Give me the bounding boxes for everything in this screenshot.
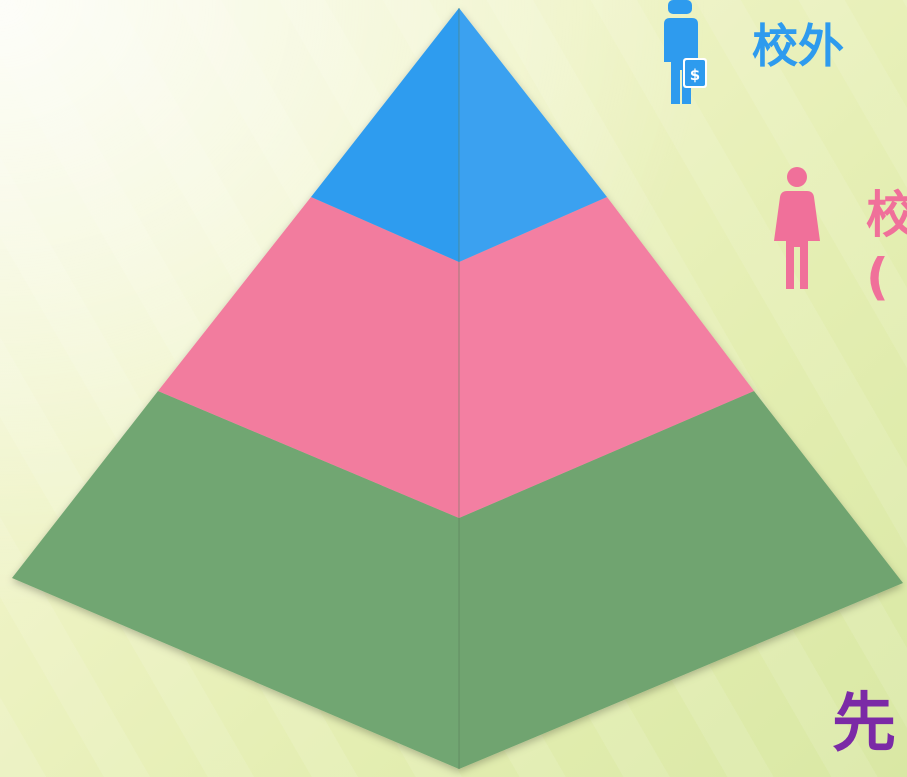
businessman-icon: $ [664,0,707,104]
pyramid-tier-middle-right [459,197,754,518]
label-middle-line1: 校 [866,186,907,244]
label-middle-line2: ( [866,248,889,306]
pyramid-tier-top-left [311,8,459,262]
label-top-tier: 校外 [752,19,844,73]
pyramid-tier-top-right [459,8,607,262]
pyramid-tier-bottom-left [12,391,459,769]
woman-icon [774,167,820,289]
label-middle-tier: 校 ( [866,184,907,308]
dollar-badge: $ [690,66,700,84]
pyramid-tier-bottom-right [459,391,903,769]
pyramid-tier-middle-left [158,197,459,518]
label-bottom: 先 [832,687,896,761]
